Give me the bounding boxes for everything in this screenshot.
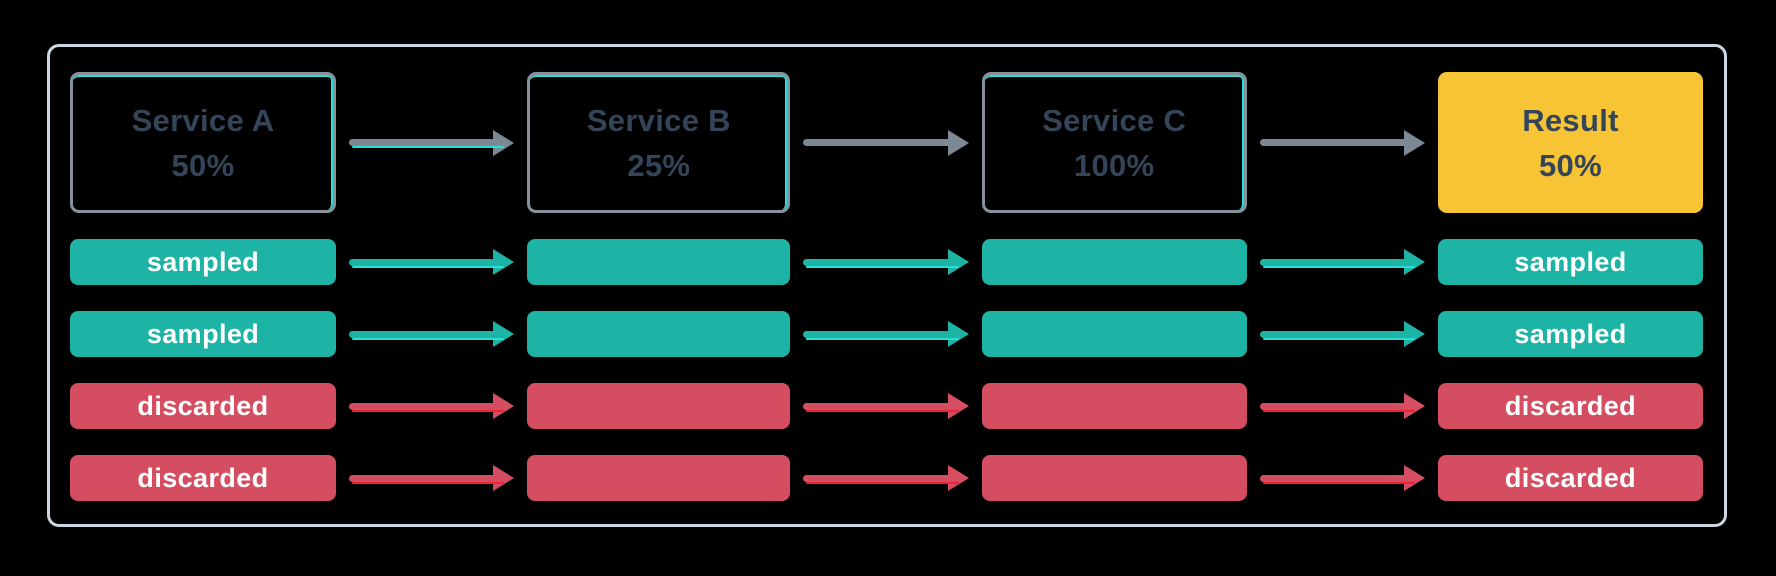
arrow-head-icon xyxy=(1403,321,1425,347)
arrow-head-icon xyxy=(493,129,515,156)
arrow-shaft xyxy=(1259,258,1416,268)
trace-status-label: sampled xyxy=(146,246,260,277)
stage-box-service-b: Service B 25% xyxy=(527,72,791,213)
trace-arrow xyxy=(1247,248,1438,276)
trace-status-label: sampled xyxy=(1514,318,1627,349)
trace-bar-left: discarded xyxy=(70,455,336,501)
arrow-shaft xyxy=(1259,330,1416,340)
trace-bar-right: sampled xyxy=(1437,311,1703,357)
arrow-head-icon xyxy=(1403,249,1425,275)
arrow-head-icon xyxy=(493,465,515,491)
stage-label: Service C xyxy=(1042,102,1187,138)
trace-status-label: sampled xyxy=(146,318,260,349)
trace-bar-mid xyxy=(981,239,1247,285)
arrow-head-icon xyxy=(493,393,515,419)
trace-arrow xyxy=(790,248,981,276)
arrow-head-icon xyxy=(493,321,515,347)
trace-bar-right: sampled xyxy=(1437,239,1703,285)
arrow-shaft xyxy=(349,402,505,412)
trace-arrow xyxy=(336,392,527,420)
arrow-shaft xyxy=(349,474,505,484)
arrow-shaft xyxy=(1259,474,1416,484)
arrow-shaft xyxy=(349,139,505,148)
trace-bar-mid xyxy=(981,311,1247,357)
trace-bar-mid xyxy=(527,311,791,357)
trace-bar-right: discarded xyxy=(1437,383,1703,429)
arrow-head-icon xyxy=(947,465,969,491)
flow-arrow-a-to-b xyxy=(336,129,527,157)
stage-label: Service B xyxy=(586,102,731,138)
stage-box-service-c: Service C 100% xyxy=(981,72,1247,213)
flow-arrow-b-to-c xyxy=(790,129,981,157)
stage-box-result: Result 50% xyxy=(1437,72,1703,213)
trace-arrow xyxy=(336,464,527,492)
trace-status-label: discarded xyxy=(1504,390,1637,421)
trace-status-label: sampled xyxy=(1514,246,1627,277)
arrow-shaft xyxy=(349,258,505,268)
stage-sampling-rate: 25% xyxy=(627,147,691,183)
arrow-shaft xyxy=(803,402,960,412)
trace-bar-left: sampled xyxy=(70,239,336,285)
trace-arrow xyxy=(790,320,981,348)
trace-bar-mid xyxy=(981,455,1247,501)
trace-arrow xyxy=(1247,464,1438,492)
trace-status-label: discarded xyxy=(1504,462,1637,493)
arrow-head-icon xyxy=(947,321,969,347)
stage-box-service-a: Service A 50% xyxy=(70,72,336,213)
arrow-shaft xyxy=(803,139,951,146)
arrow-head-icon xyxy=(1403,129,1425,156)
trace-bar-right: discarded xyxy=(1437,455,1703,501)
trace-bar-mid xyxy=(527,455,791,501)
trace-bar-mid xyxy=(527,239,791,285)
stage-sampling-rate: 50% xyxy=(1539,147,1602,183)
sampling-pipeline-container: Service A 50% Service B 25% Service C 10… xyxy=(47,44,1727,527)
arrow-head-icon xyxy=(1403,465,1425,491)
trace-bar-mid xyxy=(981,383,1247,429)
stage-label: Result xyxy=(1522,102,1619,138)
flow-arrow-c-to-result xyxy=(1247,129,1438,157)
arrow-shaft xyxy=(803,330,960,340)
trace-arrow xyxy=(790,464,981,492)
arrow-shaft xyxy=(349,330,505,340)
trace-arrow xyxy=(790,392,981,420)
stage-sampling-rate: 100% xyxy=(1073,147,1155,183)
stage-sampling-rate: 50% xyxy=(171,147,235,183)
trace-bar-left: sampled xyxy=(70,311,336,357)
arrow-head-icon xyxy=(1403,393,1425,419)
arrow-shaft xyxy=(1259,139,1407,146)
trace-status-label: discarded xyxy=(137,390,269,421)
trace-arrow xyxy=(336,320,527,348)
arrow-head-icon xyxy=(947,129,969,156)
trace-arrow xyxy=(1247,320,1438,348)
trace-bar-left: discarded xyxy=(70,383,336,429)
trace-status-label: discarded xyxy=(137,462,269,493)
arrow-shaft xyxy=(803,258,960,268)
arrow-head-icon xyxy=(947,249,969,275)
trace-arrow xyxy=(336,248,527,276)
stage-label: Service A xyxy=(131,102,275,138)
arrow-head-icon xyxy=(493,249,515,275)
arrow-shaft xyxy=(1259,402,1416,412)
trace-arrow xyxy=(1247,392,1438,420)
trace-bar-mid xyxy=(527,383,791,429)
arrow-head-icon xyxy=(947,393,969,419)
arrow-shaft xyxy=(803,474,960,484)
